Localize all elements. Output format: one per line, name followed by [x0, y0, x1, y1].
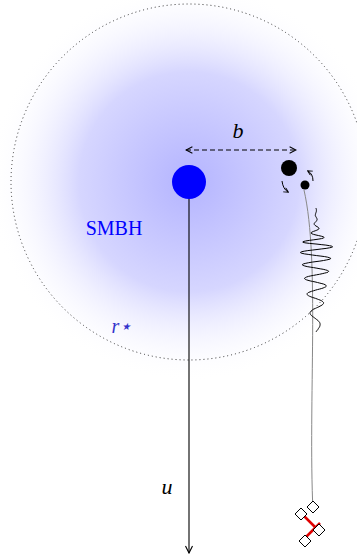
detector: [295, 501, 325, 547]
smbh-disc: [172, 165, 206, 199]
impact-parameter-label: b: [233, 120, 244, 142]
impact-parameter: [186, 150, 296, 151]
radius-label: r⋆: [112, 316, 133, 336]
waveform: [301, 208, 333, 332]
signal-path: [304, 190, 313, 512]
influence-radius: [11, 4, 357, 360]
binary-primary: [281, 160, 297, 176]
orbit-arrow: [308, 171, 313, 181]
smbh-label: SMBH: [86, 218, 143, 238]
velocity-arrow: [188, 182, 189, 553]
orbit-arrow: [282, 181, 288, 192]
binary-secondary: [301, 181, 310, 190]
velocity-label: u: [162, 476, 173, 498]
glow: [0, 0, 357, 382]
